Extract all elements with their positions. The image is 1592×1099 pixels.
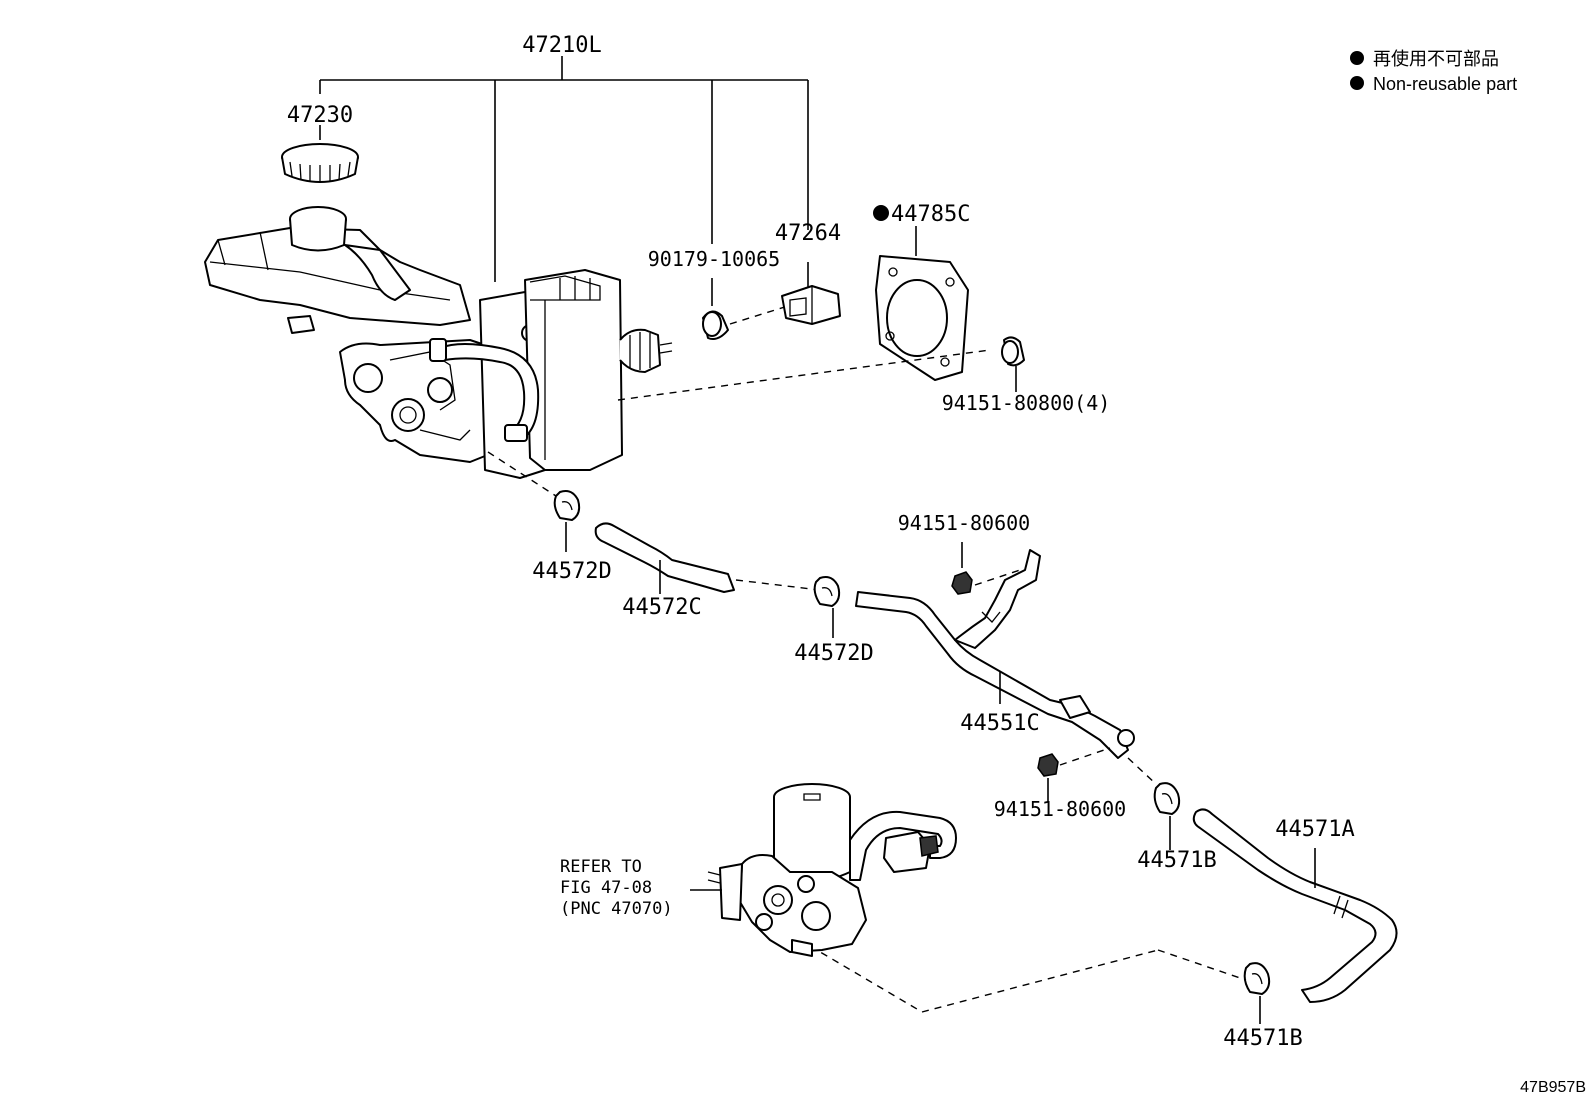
gasket: [875, 226, 969, 381]
label-44572c: 44572C: [622, 595, 701, 620]
label-44785c: 44785C: [891, 202, 970, 227]
refer-line-2: FIG 47-08: [560, 878, 652, 898]
clip-upper: [487, 451, 581, 552]
clip-mid: [813, 576, 841, 638]
label-44551c: 44551C: [960, 711, 1039, 736]
leader-tree-47210l: [319, 56, 809, 282]
label-94151-80800: 94151-80800(4): [942, 391, 1111, 415]
nut-bottom: [1037, 747, 1111, 802]
clip-lower-2: [809, 945, 1271, 1024]
pump-motor-assembly: [690, 783, 957, 957]
label-47230: 47230: [287, 103, 353, 128]
non-reusable-dot-icon: [873, 205, 889, 221]
part-labels: 47210L 47230 44785C 90179-10065 47264 94…: [287, 33, 1355, 1051]
refer-line-3: (PNC 47070): [560, 899, 673, 919]
label-90179-10065: 90179-10065: [648, 247, 780, 271]
label-47264: 47264: [775, 221, 841, 246]
non-reusable-dot-icon: [1350, 51, 1364, 65]
reservoir-cap: [281, 125, 359, 183]
non-reusable-dot-icon: [1350, 76, 1364, 90]
label-47210l: 47210L: [522, 33, 601, 58]
nut-top: [951, 542, 1021, 595]
clip-lower-1: [1153, 782, 1181, 850]
label-44571b-lower: 44571B: [1223, 1026, 1302, 1051]
legend: 再使用不可部品 Non-reusable part: [1350, 49, 1517, 94]
label-44571b-upper: 44571B: [1137, 848, 1216, 873]
label-94151-80600-top: 94151-80600: [898, 511, 1030, 535]
bracket: [781, 262, 841, 325]
hose-upper: [594, 522, 821, 594]
master-cylinder-assembly: [204, 206, 673, 479]
legend-en: Non-reusable part: [1373, 74, 1517, 94]
illustration-id: 47B957B: [1520, 1079, 1586, 1096]
tube-assembly: [855, 549, 1157, 785]
label-94151-80600-bottom: 94151-80600: [994, 797, 1126, 821]
label-44571a: 44571A: [1275, 817, 1354, 842]
label-44572d-mid: 44572D: [794, 641, 873, 666]
legend-ja: 再使用不可部品: [1373, 49, 1499, 69]
nut-flange: [617, 336, 1025, 401]
label-44572d-upper: 44572D: [532, 559, 611, 584]
hose-lower: [1192, 808, 1398, 1003]
refer-line-1: REFER TO: [560, 857, 642, 877]
grommet: [702, 278, 789, 340]
